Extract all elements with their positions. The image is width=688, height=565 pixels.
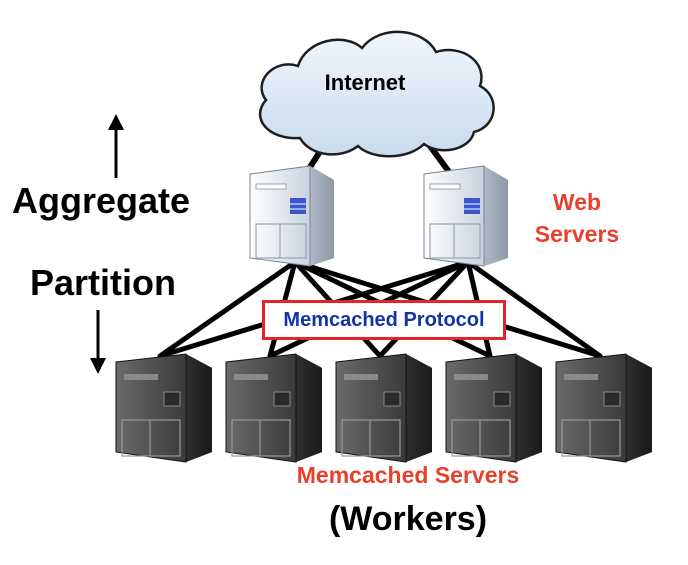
server-tower-dark-icon — [555, 353, 652, 463]
link-web1-mc1 — [157, 259, 298, 359]
memcached-protocol-label: Memcached Protocol — [283, 308, 485, 331]
arrow-up-icon — [108, 114, 124, 178]
memcached-servers — [115, 353, 652, 463]
web-servers-label-line1: Web — [552, 189, 602, 215]
server-tower-dark-icon — [335, 353, 432, 463]
cloud-icon — [258, 30, 495, 158]
memcached-servers-label: Memcached Servers — [296, 462, 520, 488]
memcached-server-4 — [445, 353, 542, 463]
web-servers-label-line2: Servers — [534, 221, 620, 247]
memcached-server-1 — [115, 353, 212, 463]
memcached-server-3 — [335, 353, 432, 463]
web-server-1 — [249, 165, 334, 267]
server-tower-dark-icon — [115, 353, 212, 463]
server-tower-light-icon — [249, 165, 334, 267]
workers-label: (Workers) — [328, 500, 488, 538]
web-server-2 — [423, 165, 508, 267]
memcached-protocol-box: Memcached Protocol — [262, 300, 506, 340]
memcached-server-2 — [225, 353, 322, 463]
memcached-server-5 — [555, 353, 652, 463]
arrow-down-icon — [90, 310, 106, 374]
web-servers-label: Web Servers — [522, 186, 632, 250]
server-tower-dark-icon — [445, 353, 542, 463]
server-tower-light-icon — [423, 165, 508, 267]
server-tower-dark-icon — [225, 353, 322, 463]
internet-label: Internet — [324, 70, 406, 95]
partition-label: Partition — [30, 262, 177, 303]
link-web2-mc5 — [465, 259, 603, 359]
aggregate-label: Aggregate — [12, 180, 191, 221]
